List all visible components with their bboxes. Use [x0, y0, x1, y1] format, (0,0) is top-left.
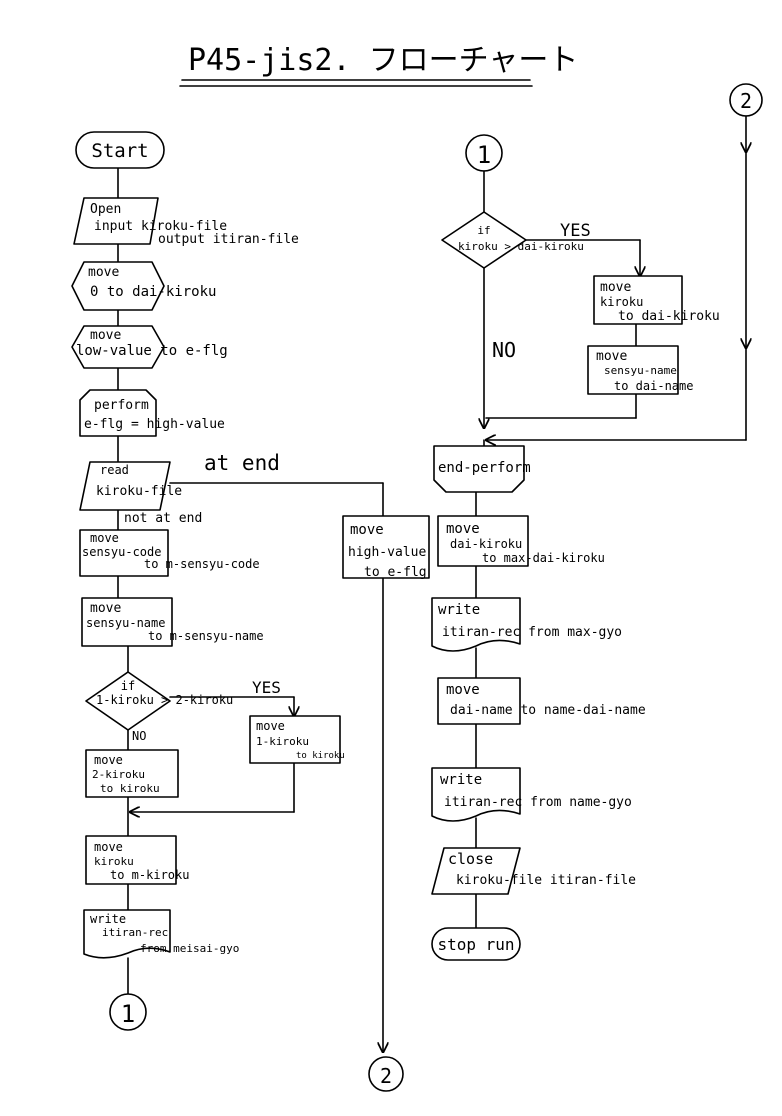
write-name-doc [431, 767, 521, 822]
move-dainame-l3: to dai-name [614, 379, 693, 393]
move-k2-l3: to kiroku [100, 782, 160, 795]
write-max-l1: write [438, 602, 480, 618]
move-name-l3: to m-sensyu-name [148, 629, 264, 643]
move-k2-l2: 2-kiroku [92, 768, 145, 781]
write-meisai-l2: itiran-rec [102, 926, 168, 939]
read-l1: read [100, 463, 129, 477]
write-name-l1: write [440, 772, 482, 788]
read-l2: kiroku-file [96, 484, 182, 499]
start-label: Start [91, 140, 148, 162]
init-dai-l2: 0 to dai-kiroku [90, 284, 216, 300]
move-dai-l3: to dai-kiroku [618, 309, 720, 324]
move-k1-l3: to kiroku [296, 751, 345, 761]
init-dai-l1: move [88, 265, 119, 280]
move-name-l1: move [90, 601, 121, 616]
perform-loop-box [79, 389, 157, 437]
open-l3: output itiran-file [158, 232, 299, 247]
write-max-l2: itiran-rec from max-gyo [442, 625, 622, 640]
connector-two-in-label: 2 [740, 89, 752, 113]
move-k2-box [85, 749, 179, 798]
move-k1-l1: move [256, 719, 285, 733]
move-k1-box [249, 715, 341, 764]
move-code-l2: sensyu-code [82, 545, 161, 559]
compare-dai-l2: kiroku > dai-kiroku [458, 240, 584, 253]
move-namedai-l2: dai-name to name-dai-name [450, 703, 646, 718]
move-high-l2: high-value [348, 545, 426, 560]
close-box [431, 847, 521, 895]
move-name-box [81, 597, 173, 647]
compare-kiroku-l2: 1-kiroku > 2-kiroku [96, 693, 233, 707]
move-max-l1: move [446, 521, 480, 537]
write-max-doc [431, 597, 521, 652]
write-name-l2: itiran-rec from name-gyo [444, 795, 632, 810]
connector-one-in-label: 1 [477, 141, 491, 169]
move-max-l3: to max-dai-kiroku [482, 551, 605, 565]
move-namedai-box [437, 677, 521, 725]
close-l1: close [448, 850, 493, 868]
write-meisai-doc [83, 909, 171, 959]
init-flg-l2: low-value to e-flg [76, 343, 228, 359]
compare-kiroku-diamond [85, 671, 171, 731]
move-max-l2: dai-kiroku [450, 537, 522, 551]
end-perform-box [433, 445, 525, 493]
stop-terminator [431, 927, 521, 961]
write-meisai-l3: from meisai-gyo [140, 942, 239, 955]
move-dai-l2: kiroku [600, 295, 643, 309]
move-mk-l2: kiroku [94, 855, 134, 868]
move-dai-box [593, 275, 683, 325]
move-high-l3: to e-flg [364, 565, 427, 580]
page-title: P45-jis2. フローチャート [188, 43, 578, 78]
move-name-l2: sensyu-name [86, 616, 165, 630]
move-dainame-box [587, 345, 679, 395]
connector-one-out [109, 993, 147, 1031]
start-terminator [75, 131, 165, 169]
move-code-l3: to m-sensyu-code [144, 557, 260, 571]
init-flg-l1: move [90, 328, 121, 343]
move-namedai-l1: move [446, 682, 480, 698]
end-perform-label: end-perform [438, 460, 531, 476]
at-end-label: at end [204, 451, 280, 475]
move-max-box [437, 515, 529, 567]
perform-l1: perform [94, 398, 149, 413]
compare-kiroku-l1: if [121, 679, 135, 693]
move-dai-l1: move [600, 280, 631, 295]
yes-label-right: YES [560, 221, 591, 241]
move-mkiroku-box [85, 835, 177, 885]
compare-dai-diamond [441, 211, 527, 269]
read-box [79, 461, 171, 511]
yes-label-left: YES [252, 678, 281, 697]
move-high-box [342, 515, 430, 579]
stop-label: stop run [437, 935, 514, 954]
close-l2: kiroku-file itiran-file [456, 873, 636, 888]
move-mk-l1: move [94, 840, 123, 854]
move-dainame-l2: sensyu-name [604, 364, 677, 377]
move-dainame-l1: move [596, 349, 627, 364]
perform-l2: e-flg = high-value [84, 417, 225, 432]
move-high-l1: move [350, 522, 384, 538]
move-code-box [79, 529, 169, 577]
connector-two-out-label: 2 [380, 1064, 392, 1088]
move-k2-l1: move [94, 753, 123, 767]
move-code-l1: move [90, 531, 119, 545]
compare-dai-l1: if [477, 224, 490, 237]
open-l2: input kiroku-file [94, 219, 227, 234]
init-dai-hexagon [71, 261, 165, 311]
move-mk-l3: to m-kiroku [110, 868, 189, 882]
no-label-right: NO [492, 338, 516, 362]
init-flg-hexagon [71, 325, 165, 369]
write-meisai-l1: write [90, 912, 126, 926]
open-l1: Open [90, 202, 121, 217]
move-k1-l2: 1-kiroku [256, 735, 309, 748]
open-box [73, 197, 159, 245]
no-label-left: NO [132, 729, 146, 743]
not-at-end-label: not at end [124, 511, 202, 526]
connector-one-out-label: 1 [121, 1000, 135, 1028]
connector-two-out [368, 1056, 404, 1092]
